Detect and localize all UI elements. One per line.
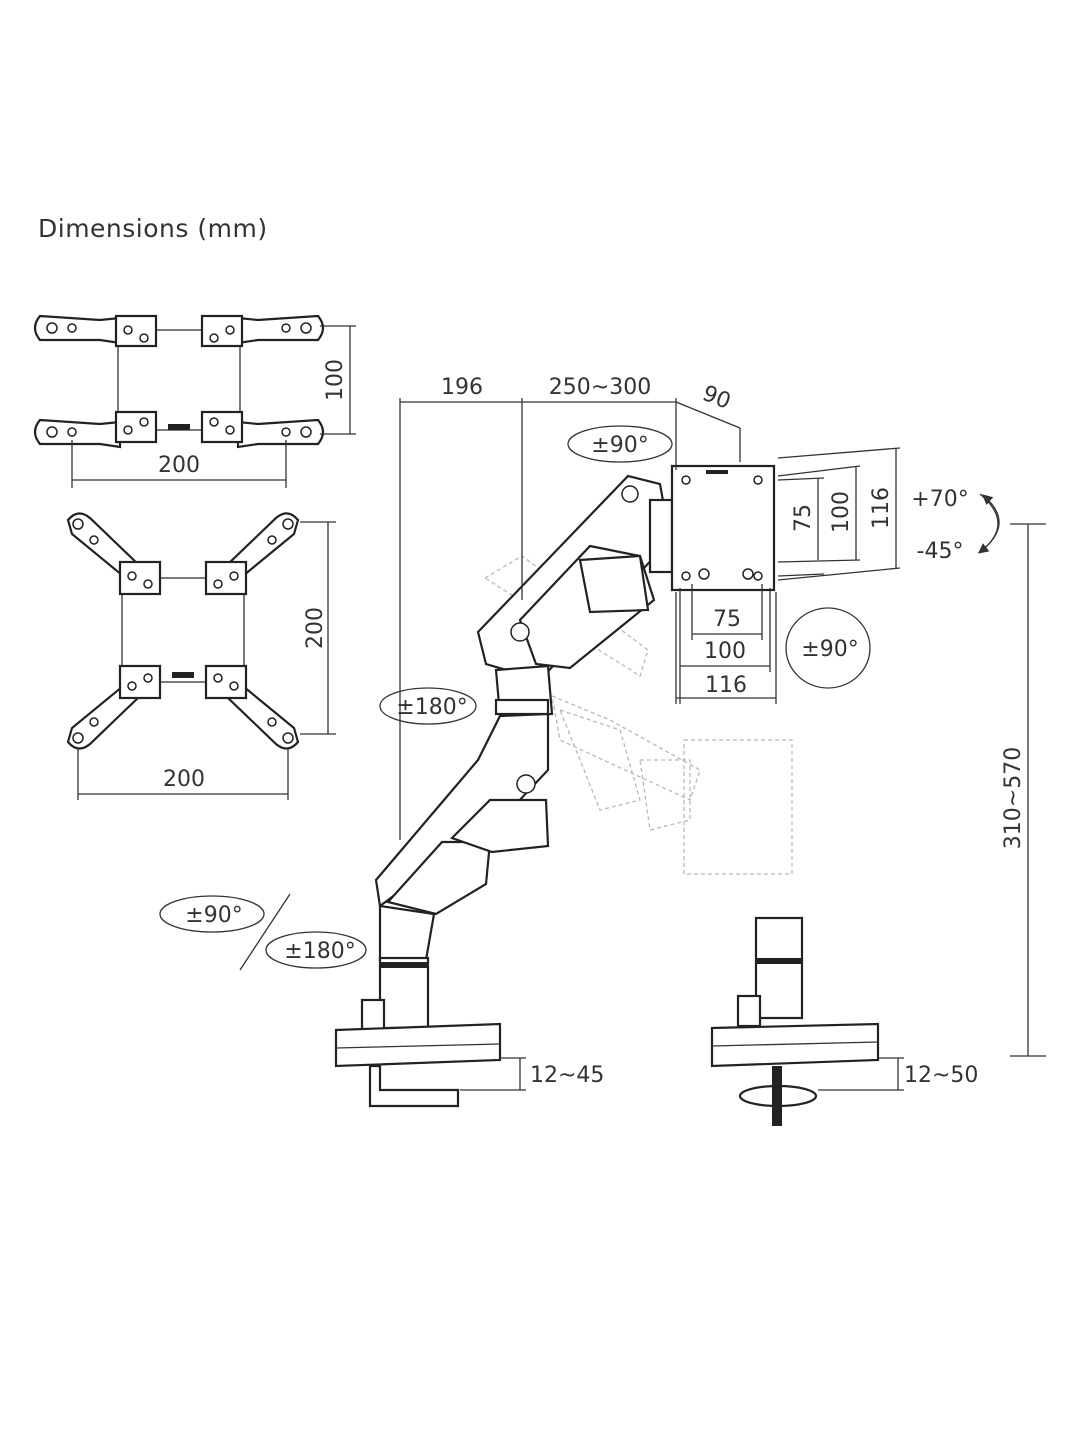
base-swivel-90-label: ±90°	[185, 903, 242, 928]
small-plate-height-label: 100	[323, 359, 348, 401]
monitor-plate	[670, 464, 776, 592]
large-plate-height-label: 200	[303, 607, 328, 649]
height-range-label: 310~570	[1001, 747, 1026, 849]
vesa-adapter-large	[66, 512, 336, 800]
arm-reach-label: 250~300	[549, 375, 651, 400]
grommet-thickness-label: 12~50	[904, 1063, 978, 1088]
plate-vertical-116-label: 116	[869, 487, 894, 529]
rotation-arrows	[159, 425, 1000, 969]
head-swivel-label: ±90°	[591, 433, 648, 458]
clamp-thickness-label: 12~45	[530, 1063, 604, 1088]
plate-horizontal-100-label: 100	[704, 639, 746, 664]
monitor-arm	[334, 474, 674, 1108]
vesa-adapter-small	[33, 314, 356, 488]
plate-horizontal-75-label: 75	[713, 607, 741, 632]
tilt-down-label: -45°	[917, 539, 964, 564]
small-plate-width-label: 200	[158, 453, 200, 478]
dimension-lines	[239, 398, 1046, 1091]
head-depth-label: 90	[699, 381, 734, 415]
plate-rotation-label: ±90°	[801, 637, 858, 662]
plate-horizontal-116-label: 116	[705, 673, 747, 698]
grommet-mount	[710, 916, 880, 1126]
page-title: Dimensions (mm)	[38, 214, 268, 243]
arm-swivel-label: ±180°	[396, 695, 467, 720]
base-swivel-180-label: ±180°	[284, 939, 355, 964]
tilt-up-label: +70°	[911, 487, 968, 512]
large-plate-width-label: 200	[163, 767, 205, 792]
plate-vertical-100-label: 100	[829, 491, 854, 533]
base-to-joint-label: 196	[441, 375, 483, 400]
plate-vertical-75-label: 75	[791, 504, 816, 532]
